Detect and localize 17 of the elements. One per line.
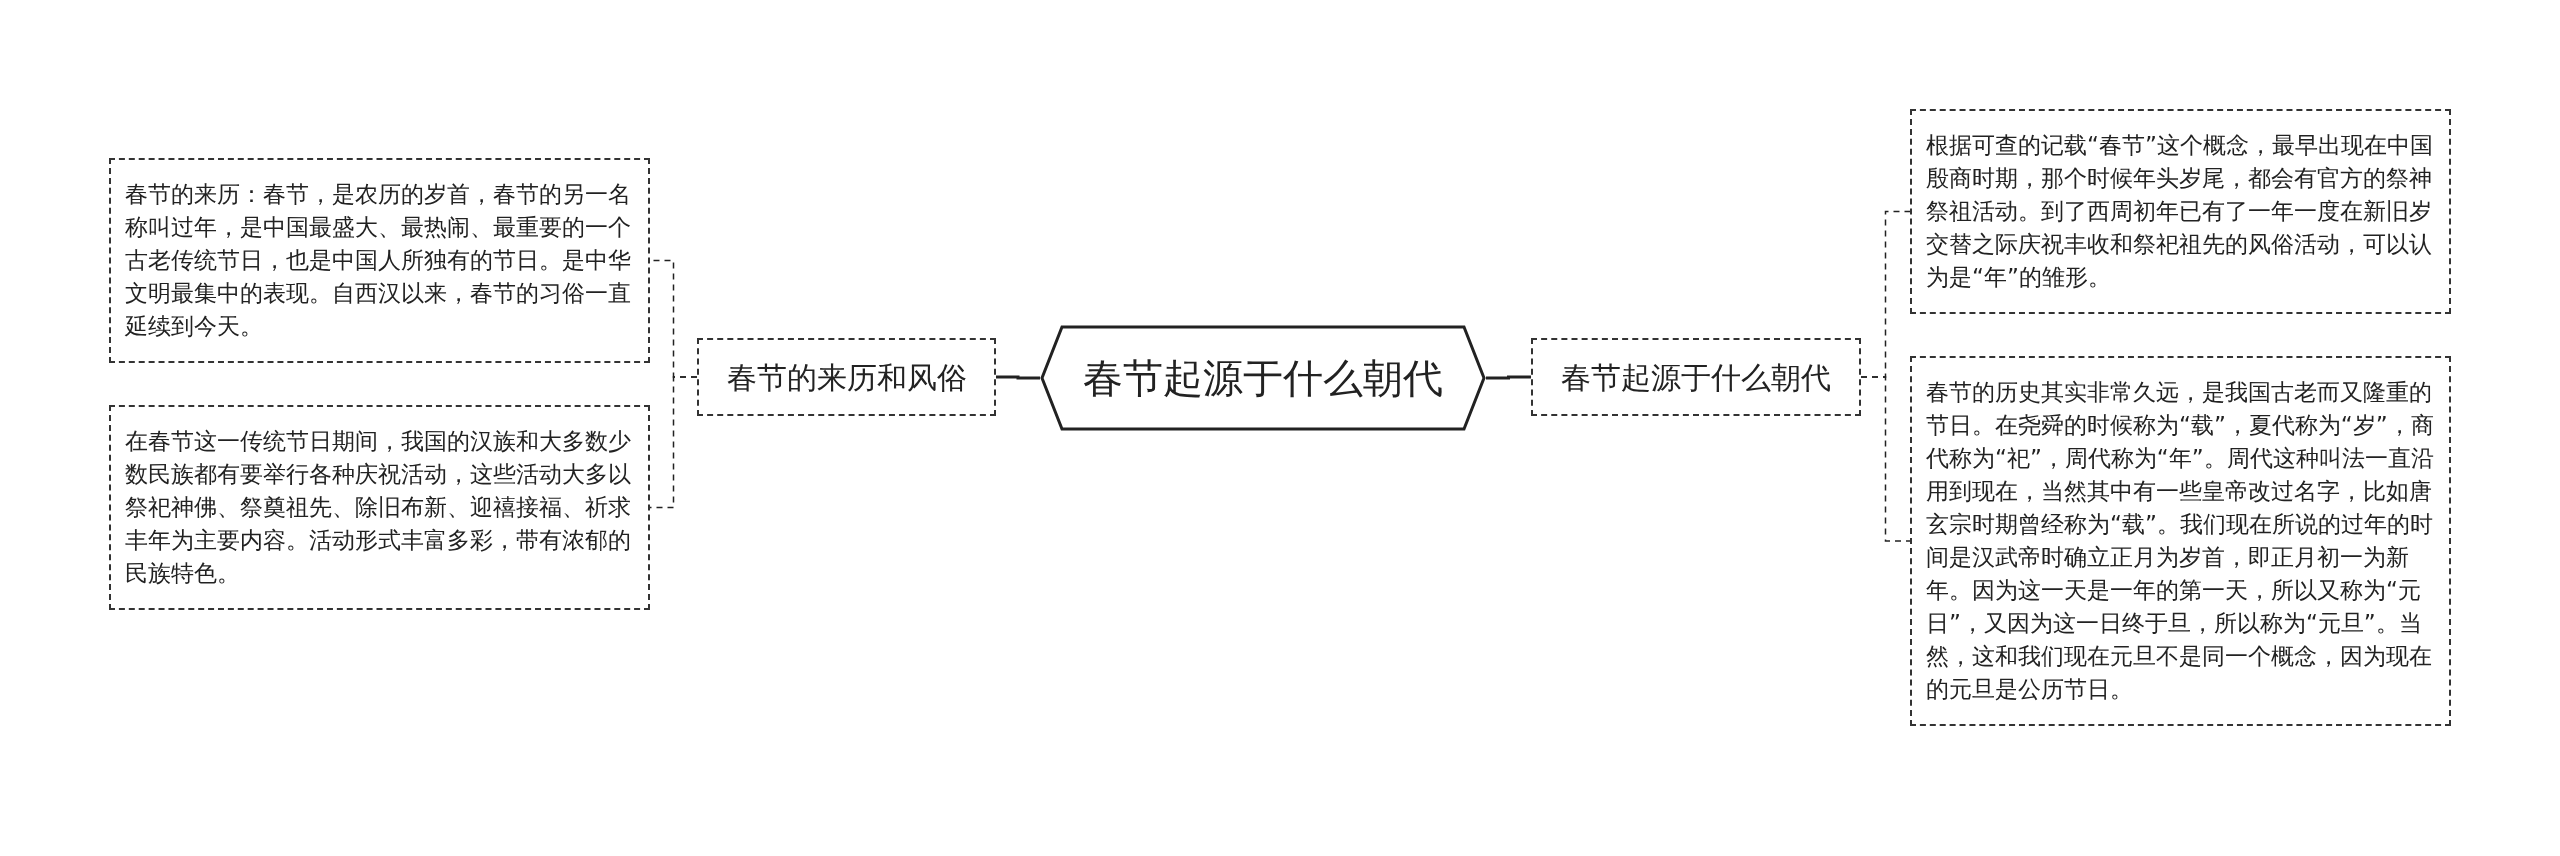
note-text: 春节的历史其实非常久远，是我国古老而又隆重的节日。在尧舜的时候称为“载”，夏代称为“岁”，商代称为“祀”，周代称为“年”。周代这种叫法一直沿用到现在，当然其中有一些皇帝改过名字，比如唐玄宗时期曾经称为“载”。我们现在所说的过年的时间是汉武帝时确立正月为岁首，即正月初一为新年。因为这一天是一年的第一天，所以又称为“元日”，又因为这一日终于旦，所以称为“元旦”。当然，这和我们现在元旦不是同一个概念，因为现在的元旦是公历节日。 <box>1926 378 2435 704</box>
note-box <box>109 158 650 363</box>
topic-text: 春节起源于什么朝代 <box>1561 358 1831 397</box>
hexagon-node <box>1040 325 1486 431</box>
topic-box <box>1531 338 1861 416</box>
note-box <box>1910 109 2451 314</box>
connector-line <box>1486 375 1531 380</box>
connector-line <box>996 375 1040 380</box>
note-text: 春节的来历：春节，是农历的岁首，春节的另一名称叫过年，是中国最盛大、最热闹、最重要的一个古老传统节日，也是中国人所独有的节日。是中华文明最集中的表现。自西汉以来，春节的习俗一直延续到今天。 <box>125 180 632 341</box>
note-text: 根据可查的记载“春节”这个概念，最早出现在中国殷商时期，那个时候年头岁尾，都会有官方的祭神祭祖活动。到了西周初年已有了一年一度在新旧岁交替之际庆祝丰收和祭祀祖先的风俗活动，可以认为是“年”的雏形。 <box>1926 131 2434 292</box>
note-text: 在春节这一传统节日期间，我国的汉族和大多数少数民族都有要举行各种庆祝活动，这些活动大多以祭祀神佛、祭奠祖先、除旧布新、迎禧接福、祈求丰年为主要内容。活动形式丰富多彩，带有浓郁的民族特色。 <box>125 427 632 588</box>
note-box <box>109 405 650 610</box>
note-box <box>1910 356 2451 726</box>
topic-box <box>697 338 996 416</box>
topic-text: 春节的来历和风俗 <box>726 358 967 397</box>
node-title: 春节起源于什么朝代 <box>1083 358 1443 398</box>
connector-line <box>1860 376 1911 542</box>
